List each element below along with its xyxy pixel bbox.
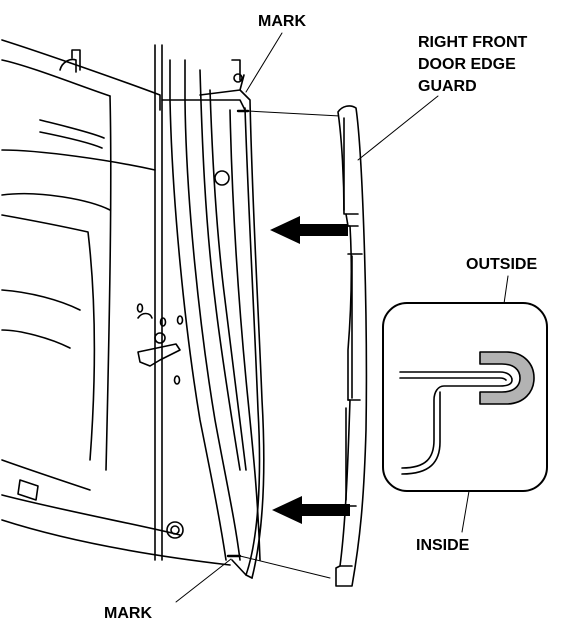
arrow-lower [272,496,350,524]
outside-label: OUTSIDE [466,256,538,273]
part-name-line-1: RIGHT FRONT [418,34,528,51]
direction-arrows [270,216,350,524]
mark-label-top: MARK [258,13,306,30]
cross-section-detail [382,302,548,492]
pillar-handle [59,49,81,73]
mark-ticks [226,109,250,558]
door-edge-guard [335,105,368,587]
part-name-line-3: GUARD [418,78,477,95]
door-panel [1,39,231,566]
mark-label-bottom: MARK [104,605,152,622]
part-name-line-2: DOOR EDGE [418,56,516,73]
arrow-upper [270,216,348,244]
inside-label: INSIDE [416,537,470,554]
leader-lines [239,110,341,579]
door-frame [136,44,265,579]
